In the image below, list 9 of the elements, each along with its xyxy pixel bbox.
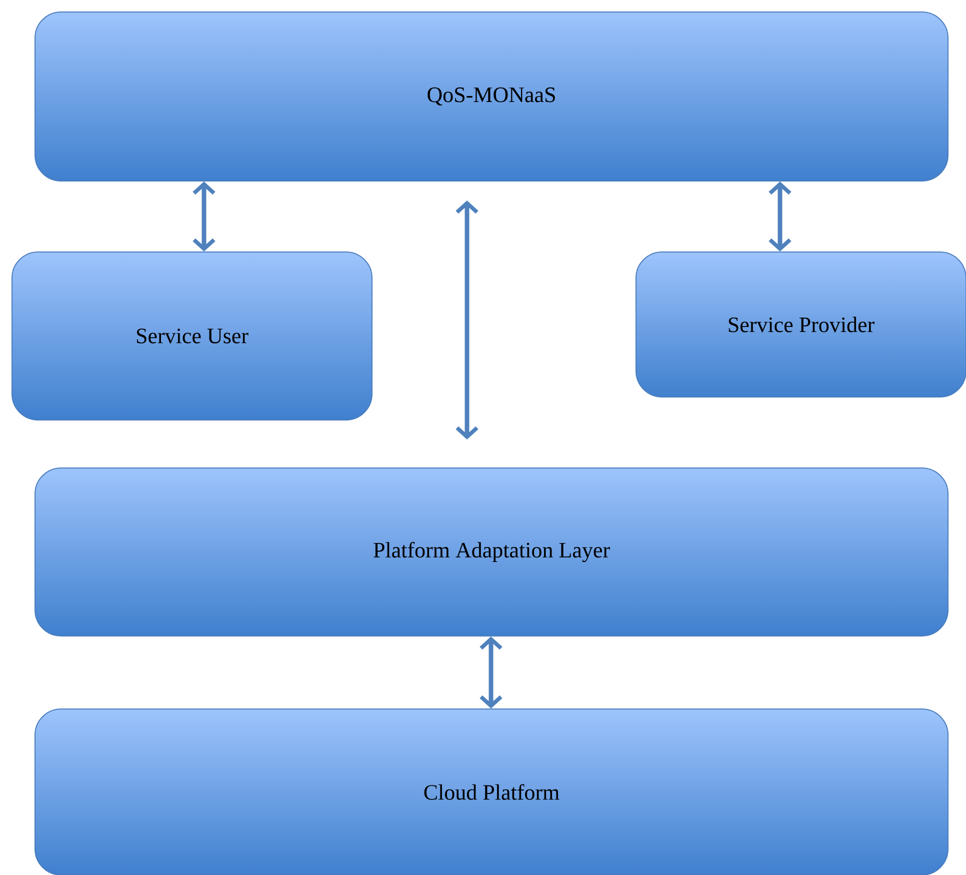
layer-box: Cloud Platform bbox=[34, 708, 948, 875]
layer-box: Service Provider bbox=[636, 252, 966, 398]
layer-box: QoS-MONaaS bbox=[34, 12, 948, 182]
double-arrow bbox=[456, 200, 478, 440]
layer-box: Service User bbox=[12, 252, 372, 420]
double-arrow bbox=[480, 636, 502, 708]
layer-box: Platform Adaptation Layer bbox=[34, 468, 948, 636]
double-arrow bbox=[768, 182, 792, 252]
double-arrow bbox=[192, 182, 216, 252]
